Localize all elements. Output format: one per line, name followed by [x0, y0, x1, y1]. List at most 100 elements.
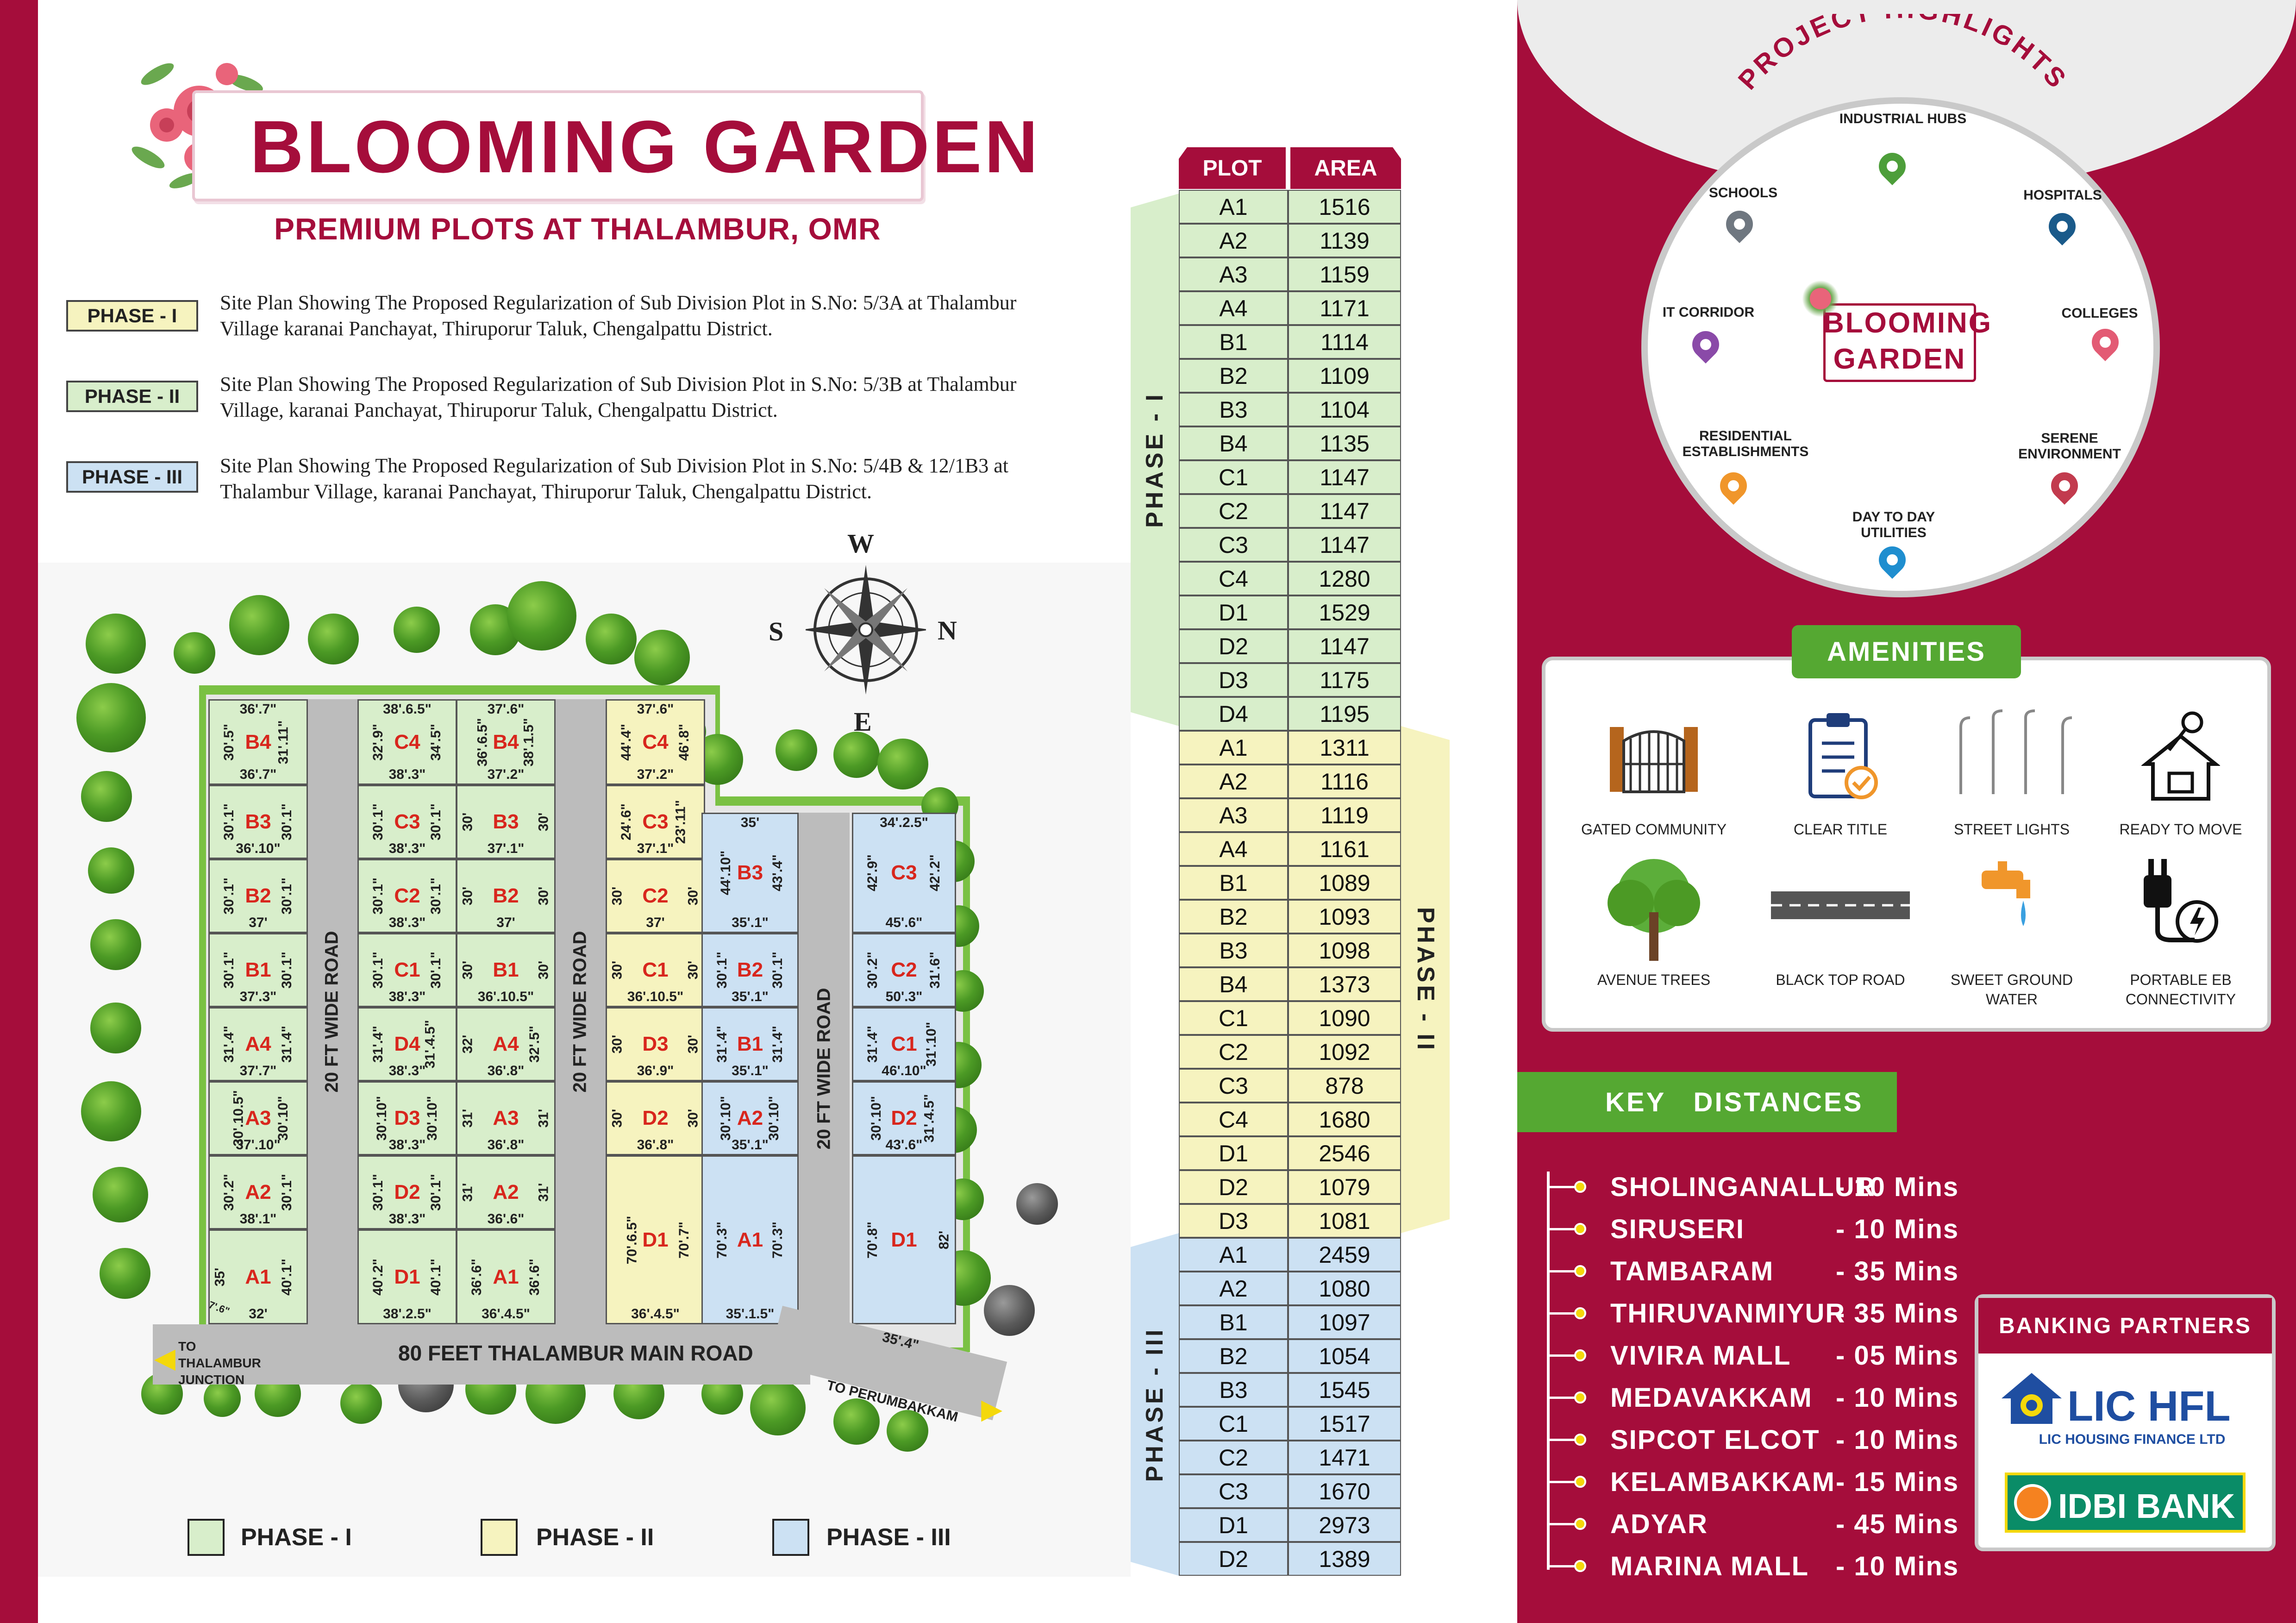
plot-label: D2	[642, 1107, 669, 1129]
plot-cell: D2	[1179, 1170, 1288, 1204]
tree-icon	[833, 732, 880, 778]
junction-arrow-icon: ◀	[155, 1343, 175, 1372]
plot-dim-bottom: 35'.1"	[732, 1137, 769, 1153]
phase-3-band-label: PHASE - III	[1141, 1327, 1168, 1482]
plot-label: D1	[394, 1265, 420, 1288]
plot-cell: B3	[1179, 1373, 1288, 1407]
plot-label: A2	[493, 1181, 519, 1203]
area-cell: 1139	[1288, 224, 1401, 257]
plot-cell: D3	[1179, 663, 1288, 697]
plot-dim-left: 30'.1"	[221, 803, 237, 840]
plot-cell: C3	[1179, 1069, 1288, 1103]
distance-connector	[1547, 1481, 1582, 1483]
plot-dim-left: 70'.8"	[864, 1221, 880, 1259]
distance-time: - 35 Mins	[1836, 1256, 1959, 1286]
plot-label: D2	[891, 1107, 917, 1129]
distance-connector	[1547, 1270, 1582, 1272]
bullet-icon	[1574, 1518, 1586, 1530]
plot-dim-bottom: 37'.1"	[637, 841, 674, 856]
plot-label: A4	[493, 1033, 519, 1055]
plot-cell: A3	[1179, 257, 1288, 291]
plot-label: B4	[245, 730, 271, 753]
amenity-label: GATED COMMUNITY	[1581, 821, 1727, 838]
distance-time: - 10 Mins	[1836, 1383, 1959, 1413]
page-subtitle: PREMIUM PLOTS AT THALAMBUR, OMR	[274, 212, 881, 246]
plot-dim-right: 30'.1"	[279, 803, 295, 840]
plot-cell: B3	[1179, 934, 1288, 967]
plot-label: C2	[642, 884, 669, 907]
plot-dim-bottom: 38'.3"	[388, 915, 426, 930]
plot-dim-bottom: 35'.1.5"	[726, 1306, 775, 1322]
phase-3-band: PHASE - III	[1131, 1233, 1179, 1576]
legend-swatch-phase-1	[188, 1519, 225, 1556]
distance-time: - 10 Mins	[1836, 1551, 1959, 1581]
plot-label: A3	[245, 1107, 271, 1129]
plot-cell: A1	[1179, 190, 1288, 224]
area-cell: 1471	[1288, 1441, 1401, 1474]
center-logo-line1: BLOOMING	[1823, 307, 1992, 339]
tree-icon	[507, 581, 576, 651]
tree-icon	[1016, 1183, 1058, 1225]
plot-dim-right: 31'.4.5"	[921, 1094, 937, 1143]
plot-cell: A3	[1179, 798, 1288, 832]
area-cell: 1054	[1288, 1339, 1401, 1373]
distance-connector	[1547, 1228, 1582, 1230]
plot-dim-left: 30'.10.5"	[231, 1090, 246, 1147]
plot-dim-left: 30'.1"	[370, 877, 386, 915]
plot-cell: D4	[1179, 697, 1288, 731]
distance-connector	[1547, 1186, 1582, 1188]
area-cell: 1171	[1288, 291, 1401, 325]
highlight-label: HOSPITALS	[2023, 188, 2102, 203]
area-cell: 1389	[1288, 1542, 1401, 1576]
plot-dim-right: 30'.10"	[766, 1096, 782, 1141]
distance-place: SHOLINGANALLUR	[1610, 1172, 1876, 1202]
plot-cell: B2	[1179, 1339, 1288, 1373]
tree-icon	[174, 632, 215, 674]
amenities-title: AMENITIES	[1792, 625, 2021, 678]
banking-title: BANKING PARTNERS	[1978, 1298, 2272, 1354]
plot-dim-right: 23'.11"	[673, 800, 688, 844]
plot-dim-right: 30'	[536, 886, 551, 906]
plot-dim-bottom: 37'.1"	[487, 841, 525, 856]
compass-north: N	[938, 615, 957, 645]
plot-dim-left: 30'.10"	[374, 1096, 390, 1141]
plot-dim-bottom: 35'.1"	[732, 1063, 769, 1078]
plot-dim-right: 36'.6"	[527, 1258, 543, 1296]
plot-label: C1	[394, 959, 420, 981]
plot-dim-left: 30'	[460, 886, 475, 906]
amenities-panel	[1542, 657, 2271, 1032]
area-cell: 1081	[1288, 1204, 1401, 1238]
plot-label: B2	[245, 884, 271, 907]
plot-dim-left: 30'.1"	[221, 877, 237, 915]
plot-dim-right: 31'.4.5"	[422, 1020, 438, 1069]
plot-dim-left: 30'.1"	[370, 952, 386, 989]
plot-dim-left: 31'.4"	[714, 1026, 730, 1063]
plot-cell: A2	[1179, 765, 1288, 798]
plot-dim-left: 70'.3"	[714, 1221, 730, 1259]
junction-label: TO THALAMBUR JUNCTION	[178, 1339, 261, 1387]
area-cell: 1093	[1288, 900, 1401, 934]
distance-place: TAMBARAM	[1610, 1256, 1774, 1286]
plot-cell: A2	[1179, 1272, 1288, 1305]
plot-dim-left: 35'	[212, 1267, 228, 1286]
plot-cell: B2	[1179, 359, 1288, 393]
plot-cell: B1	[1179, 325, 1288, 359]
plot-dim-right: 34'.5"	[428, 723, 444, 761]
tree-icon	[877, 739, 928, 790]
plot-dim-left: 30'.1"	[370, 803, 386, 840]
plot-dim-right: 40'.1"	[428, 1258, 444, 1296]
amenity-label: BLACK TOP ROAD	[1776, 971, 1905, 988]
tree-icon	[76, 683, 146, 752]
